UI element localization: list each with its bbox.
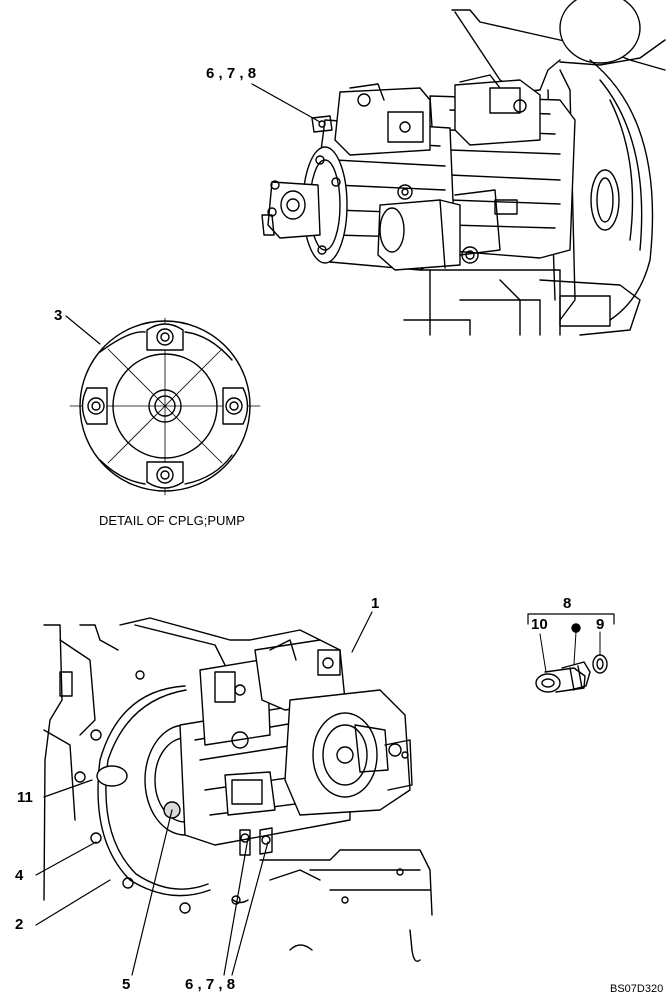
callout-3: 3 [54,307,63,324]
leader-coupling-5 [131,809,173,976]
leader-bolt-4 [35,841,97,876]
callout-9: 9 [596,616,605,633]
leader-flywheel-2 [35,879,111,926]
leader-bottom-678-b [231,841,269,976]
detail-caption: DETAIL OF CPLG;PUMP [99,513,245,528]
leader-pump-1 [351,611,373,653]
callout-11: 11 [17,789,33,806]
callout-kit-8: 8 [563,595,572,612]
callout-1: 1 [371,595,380,612]
callout-bottom-678: 6 , 7 , 8 [185,976,236,993]
leader-flywheel-11 [43,779,93,798]
leader-coupling-3 [65,315,101,345]
callout-top-678: 6 , 7 , 8 [206,65,257,82]
leader-bottom-678-a [223,837,249,976]
callout-10: 10 [531,616,548,633]
coupling-detail-illustration [69,317,261,496]
drawing-code: BS07D320 [610,983,664,995]
callout-5: 5 [122,976,131,993]
top-pump-assembly-illustration [261,0,666,336]
callout-2: 2 [15,916,24,933]
bottom-installation-illustration [43,617,433,962]
callout-4: 4 [15,867,24,884]
kit-8-illustration [527,613,615,693]
leader-top-678 [251,83,321,123]
